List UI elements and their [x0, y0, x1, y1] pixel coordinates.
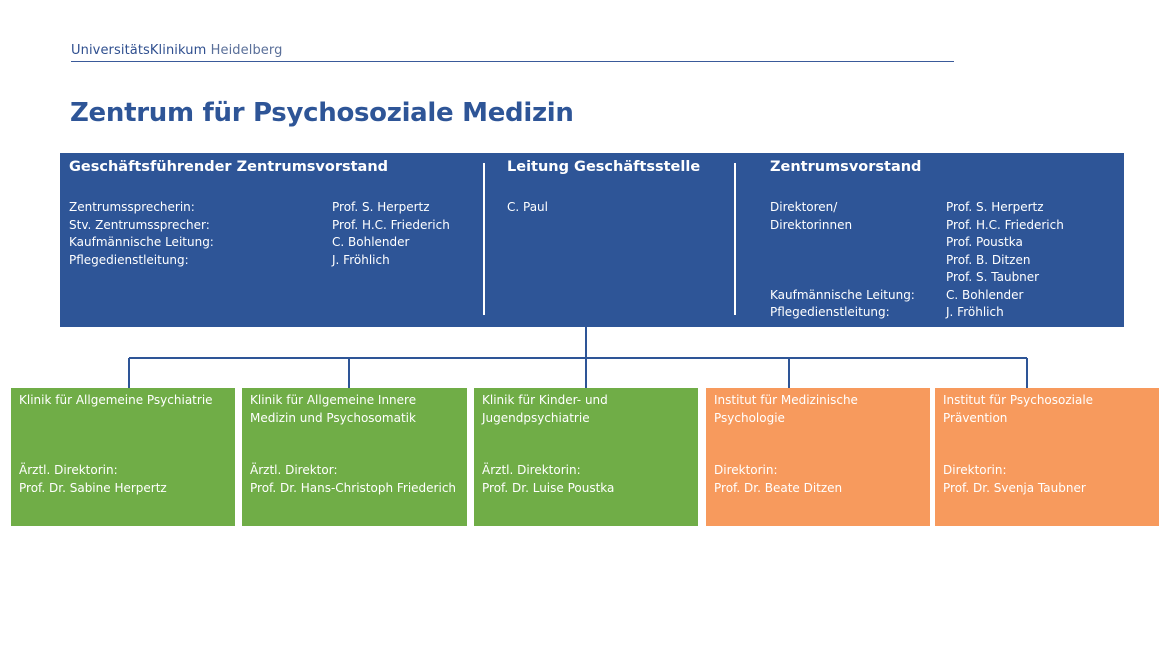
unit-box-medical-psychology: Institut für Medizinische Psychologie Di…: [706, 388, 930, 526]
unit-role: Ärztl. Direktorin:: [482, 463, 581, 477]
exec-label-1: Zentrumssprecherin:: [69, 200, 195, 214]
unit-name: Klinik für Kinder- und Jugendpsychiatrie: [482, 393, 608, 425]
brand-name: UniversitätsKlinikum: [71, 43, 207, 58]
center-directors-label-2: Direktorinnen: [770, 217, 853, 232]
exec-value-4: J. Fröhlich: [332, 252, 390, 267]
unit-name: Institut für Medizinische Psychologie: [714, 393, 858, 425]
center-directors-label-1: Direktoren/: [770, 200, 838, 214]
center-label-nursing: Pflegedienstleitung:: [770, 305, 890, 319]
unit-box-psychosocial-prevention: Institut für Psychosoziale Prävention Di…: [935, 388, 1159, 526]
brand-logo-text: UniversitätsKlinikum Heidelberg: [71, 43, 282, 58]
unit-box-internal-medicine: Klinik für Allgemeine Innere Medizin und…: [242, 388, 467, 526]
brand-city: Heidelberg: [206, 43, 283, 58]
unit-person: Prof. Dr. Hans-Christoph Friederich: [250, 481, 457, 495]
unit-person: Prof. Dr. Sabine Herpertz: [19, 481, 167, 495]
unit-role: Ärztl. Direktorin:: [19, 463, 118, 477]
header-rule: [71, 61, 954, 62]
executive-heading: Geschäftsführender Zentrumsvorstand: [69, 159, 389, 175]
center-label-commercial: Kaufmännische Leitung:: [770, 287, 915, 302]
exec-value-1: Prof. S. Herpertz: [332, 200, 430, 214]
column-divider-1: [483, 163, 485, 315]
center-value-nursing: J. Fröhlich: [946, 305, 1004, 319]
exec-value-2: Prof. H.C. Friederich: [332, 217, 450, 232]
unit-person: Prof. Dr. Luise Poustka: [482, 481, 615, 495]
unit-name: Klinik für Allgemeine Psychiatrie: [19, 393, 213, 407]
center-value-commercial: C. Bohlender: [946, 287, 1024, 302]
unit-person: Prof. Dr. Svenja Taubner: [943, 481, 1086, 495]
unit-role: Direktorin:: [714, 463, 778, 477]
exec-value-3: C. Bohlender: [332, 235, 410, 249]
unit-name: Klinik für Allgemeine Innere Medizin und…: [250, 393, 417, 425]
unit-name: Institut für Psychosoziale Prävention: [943, 393, 1094, 425]
office-heading: Leitung Geschäftsstelle: [507, 159, 701, 175]
exec-label-4: Pflegedienstleitung:: [69, 252, 189, 267]
center-director-5: Prof. S. Taubner: [946, 270, 1040, 284]
center-director-1: Prof. S. Herpertz: [946, 200, 1044, 214]
column-divider-2: [734, 163, 736, 315]
unit-box-psychiatry: Klinik für Allgemeine Psychiatrie Ärztl.…: [11, 388, 235, 526]
center-director-3: Prof. Poustka: [946, 235, 1023, 249]
center-heading: Zentrumsvorstand: [770, 159, 922, 175]
unit-role: Ärztl. Direktor:: [250, 463, 338, 477]
exec-label-2: Stv. Zentrumssprecher:: [69, 217, 210, 232]
unit-box-child-psychiatry: Klinik für Kinder- und Jugendpsychiatrie…: [474, 388, 698, 526]
unit-role: Direktorin:: [943, 463, 1007, 477]
board-box: Geschäftsführender Zentrumsvorstand Zent…: [60, 153, 1124, 327]
exec-label-3: Kaufmännische Leitung:: [69, 235, 214, 249]
page-title: Zentrum für Psychosoziale Medizin: [70, 98, 574, 128]
office-value: C. Paul: [507, 200, 548, 214]
center-director-2: Prof. H.C. Friederich: [946, 217, 1064, 232]
unit-person: Prof. Dr. Beate Ditzen: [714, 481, 843, 495]
center-director-4: Prof. B. Ditzen: [946, 252, 1031, 267]
